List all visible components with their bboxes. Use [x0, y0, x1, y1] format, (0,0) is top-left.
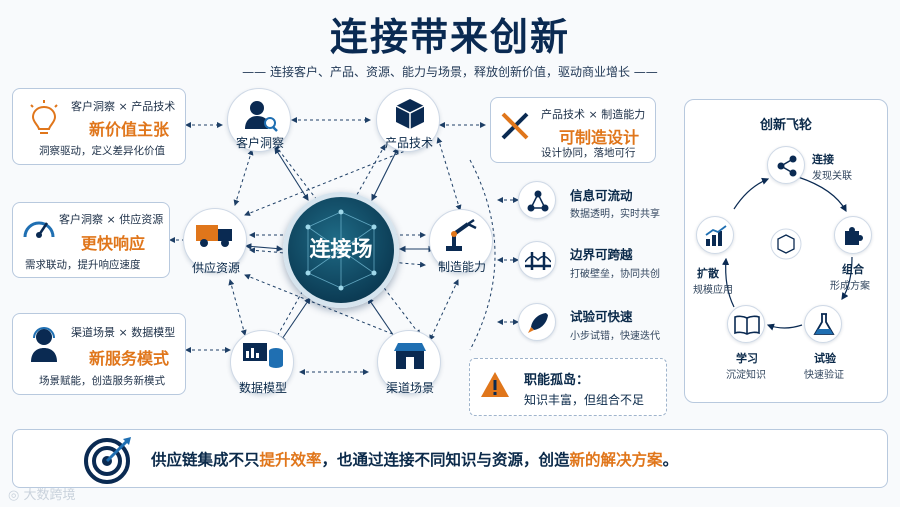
- card-description: 洞察驱动，定义差异化价值: [39, 145, 165, 157]
- flywheel-step-desc: 快速验证: [804, 370, 844, 381]
- card-design-for-manufacturing: 产品技术 × 制造能力 可制造设计 设计协同，落地可行: [490, 97, 656, 163]
- flywheel-step-title: 试验: [814, 352, 836, 365]
- node-label: 数据模型: [238, 381, 287, 395]
- benefit-desc: 数据透明，实时共享: [570, 209, 660, 220]
- flywheel-step-desc: 规模应用: [693, 285, 733, 296]
- warning-title: 职能孤岛：: [524, 373, 590, 388]
- watermark: ◎ 大数跨境: [8, 484, 76, 503]
- headset-icon: [31, 327, 57, 362]
- book-icon: [727, 305, 765, 343]
- node-supply-resources: 供应资源: [183, 208, 247, 275]
- banner-text: 供应链集成不只: [151, 451, 260, 469]
- node-manufacturing: 制造能力: [429, 209, 493, 274]
- user-search-icon: [245, 101, 278, 132]
- flywheel-step-title: 组合: [842, 263, 864, 276]
- card-combo-label: 客户洞察 × 供应资源: [59, 213, 164, 226]
- lightbulb-icon: [30, 100, 58, 134]
- flywheel-step-desc: 发现关联: [812, 171, 852, 182]
- node-data-model: 数据模型: [230, 330, 294, 395]
- share-icon: [767, 146, 805, 184]
- banner-highlight: 提升效率: [259, 451, 322, 469]
- growth-chart-icon: [696, 216, 734, 254]
- flask-icon: [804, 305, 842, 343]
- card-headline: 可制造设计: [559, 128, 640, 147]
- banner-text: ，也通过连接不同知识与资源，创造: [321, 451, 570, 469]
- dashboard-database-icon: [243, 343, 283, 368]
- card-combo-label: 客户洞察 × 产品技术: [71, 100, 176, 113]
- speedometer-icon: [23, 221, 55, 238]
- flywheel-cycle-arrows: [721, 176, 853, 331]
- banner-text: 。: [662, 451, 679, 469]
- network-icon: [518, 181, 556, 219]
- page-subtitle: —— 连接客户、产品、资源、能力与场景，释放创新价值，驱动商业增长 ——: [242, 65, 658, 79]
- flywheel-step-title: 学习: [736, 352, 758, 365]
- cube-icon: [395, 99, 425, 129]
- node-product-tech: 产品技术: [376, 88, 440, 152]
- card-faster-response: 客户洞察 × 供应资源 更快响应 需求联动，提升响应速度: [12, 202, 170, 278]
- node-label: 产品技术: [384, 136, 433, 150]
- target-icon: [84, 437, 131, 484]
- hub-connection-field: [283, 192, 399, 308]
- node-label: 制造能力: [437, 260, 486, 274]
- robot-arm-icon: [446, 218, 477, 251]
- benefit-title: 试验可快速: [570, 309, 633, 324]
- truck-icon: [196, 225, 232, 247]
- flywheel-step-desc: 沉淀知识: [726, 370, 766, 381]
- card-description: 需求联动，提升响应速度: [25, 259, 141, 271]
- hub-label: 连接场: [309, 237, 373, 261]
- card-combo-label: 产品技术 × 制造能力: [541, 108, 646, 121]
- benefit-desc: 小步试错，快速迭代: [570, 331, 660, 342]
- warning-functional-silos: 职能孤岛： 知识丰富，但组合不足: [469, 358, 667, 416]
- card-new-value-proposition: 客户洞察 × 产品技术 新价值主张 洞察驱动，定义差异化价值: [12, 88, 186, 165]
- rocket-icon: [518, 303, 556, 341]
- card-new-service-model: 渠道场景 × 数据模型 新服务模式 场景赋能，创造服务新模式: [12, 313, 186, 395]
- design-tools-icon: [501, 112, 529, 140]
- banner-message: 供应链集成不只提升效率，也通过连接不同知识与资源，创造新的解决方案。: [151, 448, 678, 470]
- benefit-desc: 打破壁垒，协同共创: [570, 269, 660, 280]
- puzzle-icon: [834, 216, 872, 254]
- watermark-logo-icon: ◎: [8, 488, 24, 503]
- node-label: 渠道场景: [385, 381, 434, 395]
- node-channel-scenario: 渠道场景: [377, 330, 441, 395]
- card-combo-label: 渠道场景 × 数据模型: [71, 326, 176, 339]
- node-customer-insight: 客户洞察: [227, 88, 291, 152]
- banner-highlight: 新的解决方案: [569, 451, 663, 469]
- warning-icon: [481, 372, 509, 397]
- center-cube-icon: [777, 234, 795, 254]
- flywheel-step-title: 扩散: [697, 267, 719, 280]
- card-headline: 新价值主张: [89, 120, 170, 139]
- watermark-text: 大数跨境: [23, 488, 76, 503]
- card-headline: 更快响应: [81, 234, 146, 253]
- page-title: 连接带来创新: [329, 15, 570, 59]
- bottom-banner: 供应链集成不只提升效率，也通过连接不同知识与资源，创造新的解决方案。: [12, 429, 888, 488]
- card-headline: 新服务模式: [89, 349, 170, 368]
- benefit-title: 信息可流动: [570, 188, 633, 203]
- flywheel-step-title: 连接: [812, 153, 834, 166]
- network-mesh-graphic: [305, 209, 377, 291]
- flywheel-title: 创新飞轮: [759, 118, 812, 133]
- flywheel-step-desc: 形成方案: [830, 281, 870, 292]
- node-label: 客户洞察: [235, 136, 284, 150]
- warning-desc: 知识丰富，但组合不足: [524, 393, 645, 407]
- benefit-title: 边界可跨越: [570, 247, 633, 262]
- store-icon: [394, 343, 426, 369]
- card-description: 设计协同，落地可行: [541, 147, 636, 159]
- node-label: 供应资源: [191, 261, 240, 275]
- card-description: 场景赋能，创造服务新模式: [39, 375, 165, 387]
- bridge-icon: [518, 241, 556, 279]
